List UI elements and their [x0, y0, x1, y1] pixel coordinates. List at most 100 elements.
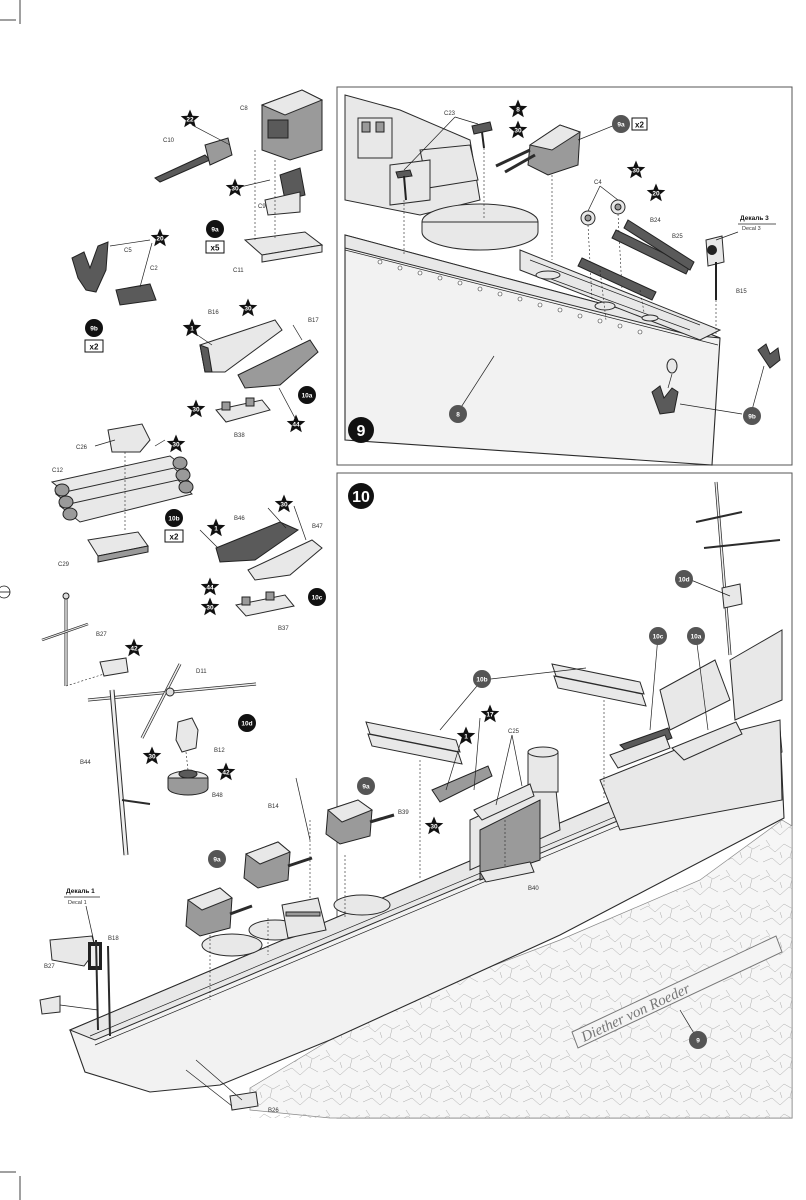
- subassembly-callout-10a: 10a: [298, 386, 316, 404]
- part-label-B16: B16: [208, 310, 219, 316]
- svg-text:10: 10: [352, 489, 370, 506]
- part-label-C8: C8: [240, 106, 248, 112]
- svg-text:9: 9: [696, 1038, 700, 1045]
- paint-ref-42: 42: [124, 638, 144, 657]
- searchlight-b12: [175, 717, 199, 753]
- svg-text:22: 22: [186, 117, 194, 124]
- boat-hull-b47: [247, 539, 323, 581]
- part-label-D11: D11: [196, 669, 207, 675]
- svg-text:30: 30: [514, 128, 522, 135]
- leader-8: [457, 355, 495, 413]
- part-label-B48: B48: [212, 793, 223, 799]
- callout-9-step10: 9: [689, 1031, 707, 1049]
- lifeboat-subassembly-10a: [189, 319, 319, 423]
- boat-hull-b46: [215, 521, 300, 563]
- foremast-b27: [41, 592, 89, 686]
- paint-ref-44: 44: [200, 577, 220, 596]
- jackstaff-b15-step9: [705, 235, 725, 340]
- callout-9a-step9: 9a x2: [612, 115, 648, 133]
- turrets-9a-step10: [185, 799, 395, 937]
- part-label-B27: B27: [44, 964, 55, 970]
- part-label-B27: B27: [96, 632, 107, 638]
- svg-text:x2: x2: [170, 533, 179, 542]
- platform-b-part: [99, 657, 129, 677]
- vent-c23-step9: [395, 116, 493, 255]
- svg-text:17: 17: [486, 712, 494, 719]
- paint-ref-1: 1: [182, 318, 202, 337]
- tube-cover-c26: [107, 423, 151, 453]
- callout-9a: 9a: [254, 835, 262, 842]
- callout-10b: 10b: [473, 670, 491, 688]
- svg-text:44: 44: [206, 585, 214, 592]
- torpedo-tubes-step10: [365, 663, 647, 880]
- subassembly-callout-9a: 9a x5: [205, 220, 225, 254]
- part-label-C25: C25: [508, 729, 520, 735]
- svg-text:30: 30: [206, 605, 214, 612]
- svg-text:30: 30: [280, 502, 288, 509]
- paint-ref-8: 8: [508, 99, 528, 118]
- leader-b14: [295, 777, 311, 841]
- part-label-C29: C29: [58, 562, 70, 568]
- part-label-C5: C5: [124, 248, 132, 254]
- step-number-9: 9: [348, 417, 374, 443]
- paint-ref-30: 30: [424, 816, 444, 835]
- part-label-B25: B25: [672, 234, 683, 240]
- part-label-B37: B37: [278, 626, 289, 632]
- yardarm-d11: [87, 663, 257, 739]
- part-label-C26: C26: [76, 445, 88, 451]
- svg-text:30: 30: [192, 407, 200, 414]
- anchor-chain-c2: [115, 283, 157, 306]
- part-label-C23: C23: [444, 111, 456, 117]
- svg-text:Декаль 1: Декаль 1: [66, 888, 95, 895]
- svg-text:30: 30: [430, 824, 438, 831]
- anchor-chains-b24-b25-step9: [577, 219, 695, 321]
- paint-ref-44: 44: [286, 414, 306, 433]
- anchor-subassembly-9b: [71, 239, 157, 306]
- torpedo-tubes-c12: [50, 455, 194, 523]
- paint-ref-20: 20: [150, 228, 170, 247]
- decal-1-callout: Декаль 1 Decal 1: [64, 888, 100, 943]
- mast-step10: [695, 481, 781, 656]
- svg-text:30: 30: [231, 186, 239, 193]
- svg-text:10a: 10a: [302, 393, 313, 400]
- svg-text:Decal 3: Decal 3: [742, 226, 761, 232]
- mast-subassembly-10d: [41, 592, 257, 856]
- svg-text:8: 8: [456, 412, 460, 419]
- paint-ref-30: 30: [508, 120, 528, 139]
- part-label-B15: B15: [736, 289, 747, 295]
- paint-ref-1: 1: [456, 726, 476, 745]
- subassembly-callout-9b: 9b x2: [84, 319, 104, 353]
- boat-davits-b-step10: [431, 717, 535, 883]
- stern-parts-step10: [39, 935, 259, 1111]
- paint-ref-30: 30: [186, 399, 206, 418]
- callout-10c: 10c: [649, 627, 667, 645]
- svg-text:9b: 9b: [90, 326, 98, 333]
- deck-fittings-step10: [201, 820, 391, 1000]
- step-10-panel: Diether von Roeder: [39, 472, 793, 1119]
- decal-3-callout: Декаль 3 Decal 3: [715, 215, 776, 241]
- svg-text:Декаль 3: Декаль 3: [740, 215, 769, 222]
- svg-text:1: 1: [464, 734, 468, 741]
- part-label-C4: C4: [594, 180, 602, 186]
- svg-text:9a: 9a: [617, 122, 625, 129]
- part-label-B17: B17: [308, 318, 319, 324]
- subassembly-callout-10b: 10b x2: [164, 509, 184, 543]
- svg-text:30: 30: [632, 168, 640, 175]
- bow-hull-step9: [344, 234, 721, 466]
- part-label-B26: B26: [268, 1108, 279, 1114]
- part-label-C10: C10: [163, 138, 175, 144]
- turret-9a-step9: [495, 124, 616, 260]
- svg-text:x2: x2: [635, 121, 644, 130]
- boats-on-ship-step10: [609, 721, 743, 769]
- svg-text:30: 30: [244, 306, 252, 313]
- callout-10a: 10a: [687, 627, 705, 645]
- svg-text:1: 1: [214, 526, 218, 533]
- boat-hull-b17: [237, 339, 319, 389]
- gun-barrel-c10: [154, 154, 211, 183]
- callout-8-step9: 8: [449, 405, 467, 423]
- anchor-hawse-step9: [651, 343, 781, 415]
- paint-ref-30: 30: [200, 597, 220, 616]
- svg-text:42: 42: [130, 646, 138, 653]
- svg-text:Decal 1: Decal 1: [68, 900, 87, 906]
